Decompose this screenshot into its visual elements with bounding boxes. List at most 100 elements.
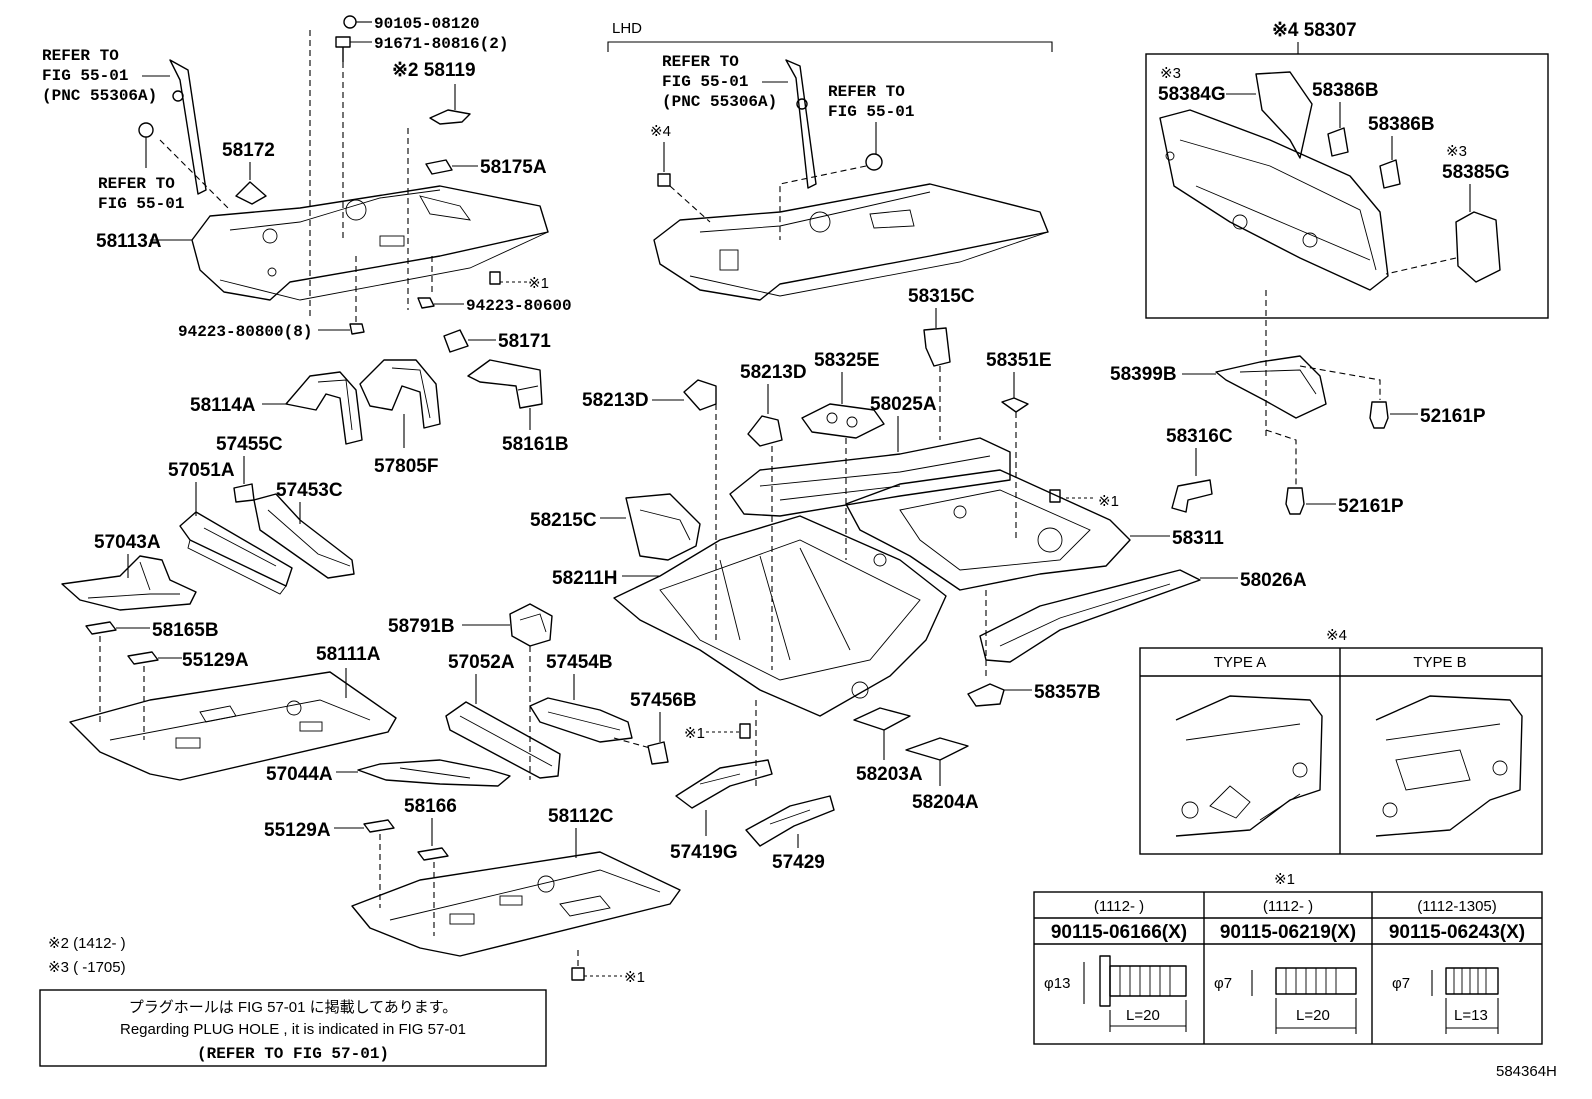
bolt-x1-top <box>489 271 501 285</box>
figure-id[interactable]: 584364H <box>1496 1063 1557 1080</box>
part-58307-panel <box>1159 109 1389 291</box>
label-52161P-b[interactable]: 52161P <box>1338 496 1404 517</box>
note-2[interactable]: ※2 (1412- ) <box>48 935 126 952</box>
label-57455C[interactable]: 57455C <box>216 434 283 455</box>
label-57419G[interactable]: 57419G <box>670 842 738 863</box>
label-58385G[interactable]: 58385G <box>1442 162 1510 183</box>
ref-4-line-1[interactable]: REFER TO <box>828 83 905 101</box>
label-58114A[interactable]: 58114A <box>190 395 256 416</box>
plug-note-line-3[interactable]: (REFER TO FIG 57-01) <box>197 1045 389 1063</box>
label-58386B-a[interactable]: 58386B <box>1312 80 1379 101</box>
label-55129A-a[interactable]: 55129A <box>182 650 249 671</box>
label-58165B[interactable]: 58165B <box>152 620 219 641</box>
bolt-dia-3[interactable]: φ7 <box>1392 975 1410 992</box>
ref-3-line-3[interactable]: (PNC 55306A) <box>662 93 777 111</box>
type-table-title[interactable]: ※4 <box>1326 627 1347 644</box>
label-58325E[interactable]: 58325E <box>814 350 880 371</box>
mark-1-b[interactable]: ※1 <box>1098 493 1119 510</box>
type-a-header[interactable]: TYPE A <box>1214 654 1267 671</box>
label-58315C[interactable]: 58315C <box>908 286 975 307</box>
part-58026A <box>979 569 1201 663</box>
mark-3-b[interactable]: ※3 <box>1446 143 1467 160</box>
mark-4-a[interactable]: ※4 <box>650 123 671 140</box>
bolt-part-3[interactable]: 90115-06243(X) <box>1389 922 1525 943</box>
label-58215C[interactable]: 58215C <box>530 510 597 531</box>
part-57453C <box>253 493 355 579</box>
ref-3-line-2[interactable]: FIG 55-01 <box>662 73 748 91</box>
label-57044A[interactable]: 57044A <box>266 764 333 785</box>
bolt-table-title[interactable]: ※1 <box>1274 871 1295 888</box>
label-58113A[interactable]: 58113A <box>96 231 162 252</box>
label-58357B[interactable]: 58357B <box>1034 682 1101 703</box>
mark-3-a[interactable]: ※3 <box>1160 65 1181 82</box>
label-58399B[interactable]: 58399B <box>1110 364 1177 385</box>
ref-1-line-3[interactable]: (PNC 55306A) <box>42 87 157 105</box>
label-58175A[interactable]: 58175A <box>480 157 547 178</box>
label-57454B[interactable]: 57454B <box>546 652 613 673</box>
label-LHD[interactable]: LHD <box>612 20 642 37</box>
part-58161B <box>467 359 543 409</box>
bolt-date-1[interactable]: (1112- ) <box>1094 898 1144 915</box>
label-58112C[interactable]: 58112C <box>548 806 614 827</box>
label-58351E[interactable]: 58351E <box>986 350 1052 371</box>
label-57805F[interactable]: 57805F <box>374 456 438 477</box>
part-58171 <box>443 329 469 353</box>
label-57051A[interactable]: 57051A <box>168 460 235 481</box>
mark-1-c[interactable]: ※1 <box>684 725 705 742</box>
label-58791B[interactable]: 58791B <box>388 616 455 637</box>
label-91671-80816[interactable]: 91671-80816(2) <box>374 35 508 53</box>
ref-4-line-2[interactable]: FIG 55-01 <box>828 103 914 121</box>
label-58171[interactable]: 58171 <box>498 331 551 352</box>
bolt-len-3[interactable]: L=13 <box>1454 1007 1488 1024</box>
label-90105-08120[interactable]: 90105-08120 <box>374 15 480 33</box>
ref-1-line-1[interactable]: REFER TO <box>42 47 119 65</box>
ref-3-line-1[interactable]: REFER TO <box>662 53 739 71</box>
label-58311[interactable]: 58311 <box>1172 528 1224 549</box>
label-58119[interactable]: ※2 58119 <box>392 60 476 81</box>
part-58311 <box>845 469 1131 591</box>
label-58172[interactable]: 58172 <box>222 140 275 161</box>
label-55129A-b[interactable]: 55129A <box>264 820 331 841</box>
plug-note-line-2[interactable]: Regarding PLUG HOLE , it is indicated in… <box>120 1021 466 1038</box>
label-57429[interactable]: 57429 <box>772 852 825 873</box>
bolt-len-2[interactable]: L=20 <box>1296 1007 1330 1024</box>
ref-2-line-2[interactable]: FIG 55-01 <box>98 195 184 213</box>
label-58203A[interactable]: 58203A <box>856 764 923 785</box>
mark-1-d[interactable]: ※1 <box>624 969 645 986</box>
plug-note-line-1[interactable]: プラグホールは FIG 57-01 に掲載してあります。 <box>129 999 457 1016</box>
bolt-date-2[interactable]: (1112- ) <box>1263 898 1313 915</box>
label-94223-80600[interactable]: 94223-80600 <box>466 297 572 315</box>
label-58025A[interactable]: 58025A <box>870 394 937 415</box>
label-58386B-b[interactable]: 58386B <box>1368 114 1435 135</box>
label-58384G[interactable]: 58384G <box>1158 84 1226 105</box>
part-58119 <box>429 109 471 125</box>
note-3[interactable]: ※3 ( -1705) <box>48 959 126 976</box>
bolt-part-1[interactable]: 90115-06166(X) <box>1051 922 1187 943</box>
part-58791B <box>509 603 553 647</box>
mark-1-a[interactable]: ※1 <box>528 275 549 292</box>
ref-2-line-1[interactable]: REFER TO <box>98 175 175 193</box>
label-58307[interactable]: ※4 58307 <box>1272 20 1357 41</box>
label-52161P-a[interactable]: 52161P <box>1420 406 1486 427</box>
label-58026A[interactable]: 58026A <box>1240 570 1307 591</box>
bolt-dia-2[interactable]: φ7 <box>1214 975 1232 992</box>
label-57456B[interactable]: 57456B <box>630 690 697 711</box>
ref-1-line-2[interactable]: FIG 55-01 <box>42 67 128 85</box>
bolt-dia-1[interactable]: φ13 <box>1044 975 1070 992</box>
label-57043A[interactable]: 57043A <box>94 532 161 553</box>
label-58211H[interactable]: 58211H <box>552 568 618 589</box>
label-58111A[interactable]: 58111A <box>316 644 381 665</box>
bolt-len-1[interactable]: L=20 <box>1126 1007 1160 1024</box>
label-57052A[interactable]: 57052A <box>448 652 515 673</box>
label-58316C[interactable]: 58316C <box>1166 426 1233 447</box>
label-58213D-b[interactable]: 58213D <box>740 362 807 383</box>
label-58204A[interactable]: 58204A <box>912 792 979 813</box>
label-58161B[interactable]: 58161B <box>502 434 569 455</box>
bolt-date-3[interactable]: (1112-1305) <box>1417 898 1497 915</box>
label-57453C[interactable]: 57453C <box>276 480 343 501</box>
type-b-header[interactable]: TYPE B <box>1413 654 1466 671</box>
bolt-part-2[interactable]: 90115-06219(X) <box>1220 922 1356 943</box>
label-58213D-a[interactable]: 58213D <box>582 390 649 411</box>
label-94223-80800[interactable]: 94223-80800(8) <box>178 323 312 341</box>
label-58166[interactable]: 58166 <box>404 796 457 817</box>
